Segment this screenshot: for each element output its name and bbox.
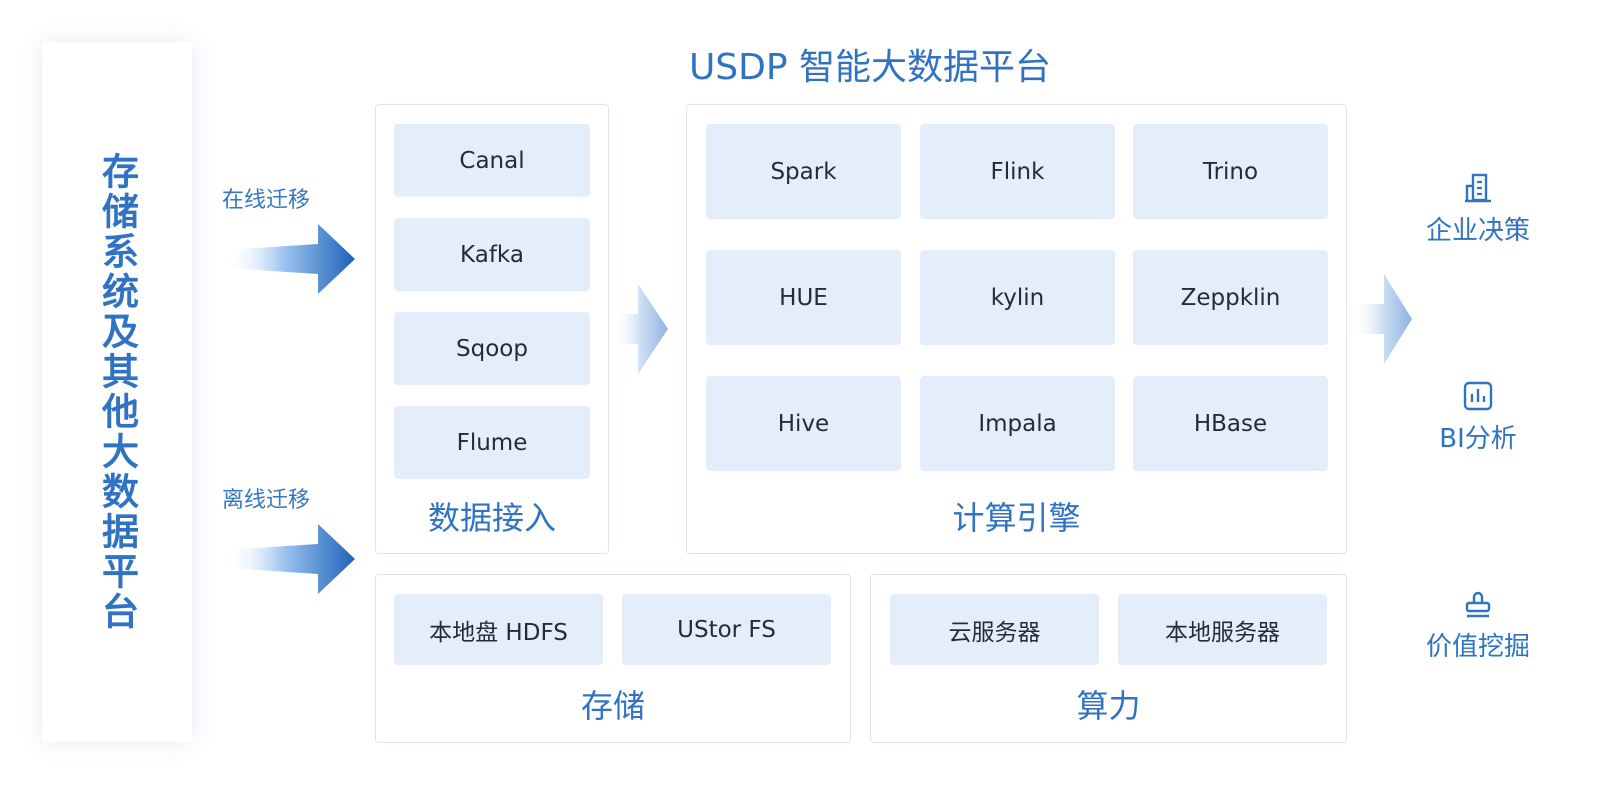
engine-tile-hbase: HBase [1133,376,1328,471]
storage-tile-ustor-fs: UStor FS [622,594,831,665]
engine-tile-kylin: kylin [920,250,1115,345]
online-migration-label: 在线迁移 [222,188,311,213]
data-ingest-panel: Canal Kafka Sqoop Flume 数据接入 [375,104,609,554]
ingest-tile-flume: Flume [394,406,590,479]
building-icon [1465,173,1491,203]
engine-tile-zeppklin: Zeppklin [1133,250,1328,345]
bar-chart-icon [1463,381,1493,411]
compute-engine-panel: Spark Flink Trino HUE kylin Zeppklin Hiv… [686,104,1347,554]
engine-tile-hue: HUE [706,250,901,345]
online-migration-arrow [225,224,355,294]
engine-tile-trino: Trino [1133,124,1328,219]
engine-tile-spark: Spark [706,124,901,219]
engine-tile-hive: Hive [706,376,901,471]
ingest-tile-sqoop: Sqoop [394,312,590,385]
offline-migration-label: 离线迁移 [222,488,311,513]
output-label-value-mining: 价值挖掘 [1425,632,1530,662]
output-enterprise-decision: 企业决策 [1413,172,1543,247]
compute-engine-label: 计算引擎 [952,499,1081,537]
ingest-to-compute-arrow [612,284,668,374]
output-label-bi-analysis: BI分析 [1439,424,1517,454]
compute-power-label: 算力 [1076,687,1141,725]
engine-tile-impala: Impala [920,376,1115,471]
stamp-icon [1465,591,1491,618]
source-systems-panel: 存储系统及其他大数据平台 [42,42,192,742]
platform-title: USDP 智能大数据平台 [688,47,1052,88]
storage-panel: 本地盘 HDFS UStor FS 存储 [375,574,851,743]
output-bi-analysis: BI分析 [1413,380,1543,455]
source-systems-label: 存储系统及其他大数据平台 [95,152,139,632]
engine-tile-flink: Flink [920,124,1115,219]
data-ingest-label: 数据接入 [427,499,556,537]
output-label-enterprise-decision: 企业决策 [1425,216,1530,246]
platform-to-outputs-arrow [1352,274,1412,364]
compute-power-panel: 云服务器 本地服务器 算力 [870,574,1347,743]
storage-tile-hdfs: 本地盘 HDFS [394,594,603,665]
ingest-tile-canal: Canal [394,124,590,197]
output-value-mining: 价值挖掘 [1413,588,1543,663]
ingest-tile-kafka: Kafka [394,218,590,291]
storage-label: 存储 [580,687,645,725]
power-tile-local-server: 本地服务器 [1118,594,1327,665]
power-tile-cloud-server: 云服务器 [890,594,1099,665]
offline-migration-arrow [225,524,355,594]
